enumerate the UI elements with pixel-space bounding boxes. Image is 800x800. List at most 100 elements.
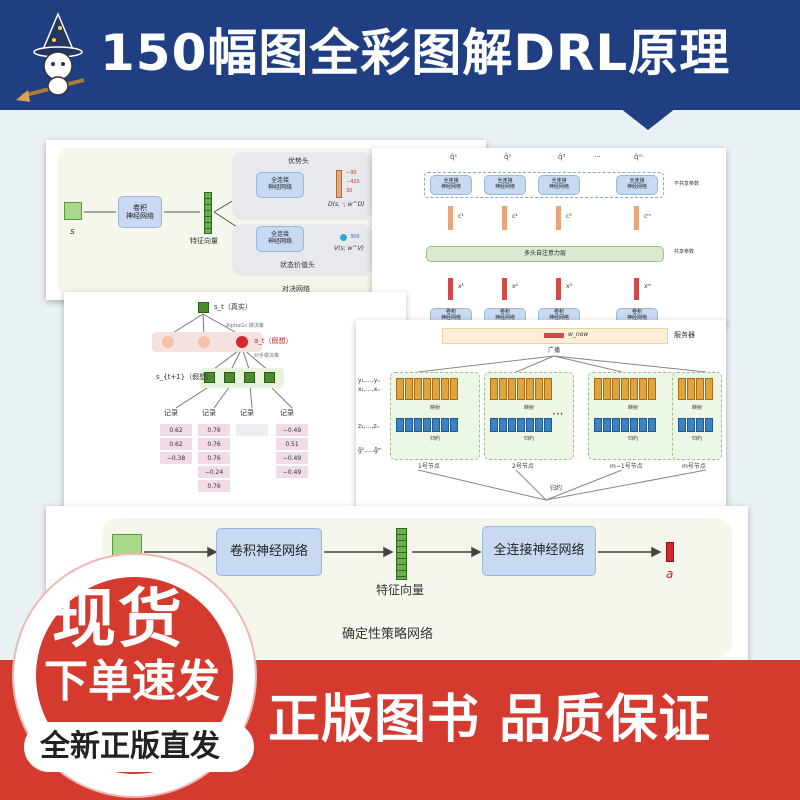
dueling-caption: 对决网络	[282, 285, 310, 293]
c-label-1: c¹	[458, 213, 464, 220]
node4-data-bars	[678, 378, 713, 400]
fc-net-box-top: 全连接 神经网络	[256, 172, 304, 198]
node4-z-bars	[678, 418, 713, 432]
record-label-2: 记录	[202, 409, 216, 417]
node-ellipsis: ···	[552, 407, 564, 421]
promo-in-stock: 现货	[52, 583, 184, 657]
next-state-label: s_{t+1}（假想）	[156, 373, 214, 381]
feature-vector-bar	[204, 192, 212, 234]
x-vector-3	[556, 278, 561, 300]
alphago-note: AlphaGo 做决策	[226, 323, 264, 329]
map-label-2: 映射	[524, 405, 535, 411]
policy-feature-label: 特征向量	[376, 583, 425, 597]
policy-output-label: a	[666, 567, 674, 581]
x-label-1: x¹	[458, 283, 464, 290]
server-label: 服务器	[674, 331, 695, 339]
c-vector-m	[634, 206, 639, 230]
root-state-label: s_t（真实）	[214, 303, 252, 311]
record-label-4: 记录	[280, 409, 294, 417]
adv-value-2: −420	[346, 179, 360, 185]
action-node-2	[198, 336, 210, 348]
x-label-2: x²	[512, 283, 518, 290]
reduce-label-1: 归约	[430, 436, 441, 442]
node-label-4: m号节点	[682, 463, 706, 470]
mcts-figure: s_t（真实） AlphaGo 做决策 a_t（假想） 对手做决策 s_{t+1…	[64, 292, 406, 508]
policy-output-vector	[666, 542, 674, 562]
opponent-note: 对手做决策	[254, 353, 280, 359]
record-1-value: −0.38	[160, 452, 192, 464]
q-label-3: q̂³	[558, 153, 566, 161]
node-label-1: 1号节点	[418, 463, 440, 470]
promo-fast-ship: 下单速发	[44, 656, 220, 707]
value-number: 300	[350, 234, 360, 240]
fc-box-2: 全连接 神经网络	[484, 175, 526, 195]
wizard-cat-mascot-icon	[16, 12, 85, 102]
value-head-label: 状态价值头	[280, 261, 315, 269]
promo-slogan: 正版图书 品质保证	[268, 690, 712, 750]
c-vector-3	[556, 206, 561, 230]
broadcast-arrows	[417, 355, 707, 501]
record-4-value: −0.49	[276, 466, 308, 478]
root-state-node	[198, 302, 209, 313]
record-3-empty	[236, 424, 268, 436]
action-node-selected	[236, 336, 248, 348]
node-label-2: 2号节点	[512, 463, 534, 470]
node1-data-bars	[396, 378, 458, 400]
record-2-value: 0.76	[198, 480, 230, 492]
record-label-1: 记录	[164, 409, 178, 417]
x-vector-m	[634, 278, 639, 300]
q-label-1: q̂¹	[450, 153, 458, 161]
policy-fc-box: 全连接神经网络	[482, 526, 596, 576]
record-4-value: −0.49	[276, 424, 308, 436]
next-state-4	[264, 372, 275, 383]
record-label-3: 记录	[240, 409, 254, 417]
record-1-value: 0.62	[160, 438, 192, 450]
advantage-head-label: 优势头	[288, 157, 309, 165]
policy-conv-box: 卷积神经网络	[216, 528, 322, 576]
next-state-1	[204, 372, 215, 383]
fc-box-3: 全连接 神经网络	[538, 175, 580, 195]
broadcast-label: 广播	[548, 347, 561, 354]
next-state-3	[244, 372, 255, 383]
record-2-value: 0.76	[198, 424, 230, 436]
record-2-value: 0.76	[198, 452, 230, 464]
reduce-label-4: 归约	[692, 436, 703, 442]
attention-layer-box: 多头自注意力层	[426, 246, 664, 262]
not-shared-label: 不共享参数	[674, 181, 700, 187]
next-state-zone	[200, 368, 284, 388]
c-vector-2	[502, 206, 507, 230]
c-label-2: c²	[512, 213, 518, 220]
shared-label: 共享参数	[674, 249, 695, 255]
record-2-value: 0.76	[198, 438, 230, 450]
policy-feature-vector	[396, 528, 407, 580]
banner-title: 150幅图全彩图解DRL原理	[100, 24, 731, 82]
g-data-label: g̃¹,…,g̃ᵐ	[358, 447, 382, 454]
advantage-output-bar	[336, 170, 342, 198]
c-vector-1	[448, 206, 453, 230]
adv-value-3: 30	[346, 188, 353, 194]
q-label-2: q̂²	[504, 153, 512, 161]
adv-value-1: −90	[346, 170, 357, 176]
new-tag-label: 全新正版直发	[40, 729, 220, 764]
feature-vector-label: 特征向量	[190, 237, 218, 245]
map-label-1: 映射	[430, 405, 441, 411]
next-state-2	[224, 372, 235, 383]
node2-data-bars	[490, 378, 552, 400]
x-label-m: xᵐ	[644, 283, 652, 290]
policy-caption: 确定性策略网络	[342, 627, 434, 642]
x-vector-1	[448, 278, 453, 300]
fc-box-m: 全连接 神经网络	[616, 175, 658, 195]
fc-row-frame	[424, 172, 664, 198]
multi-head-attention-figure: q̂¹ q̂² q̂³ ··· q̂ᵐ 全连接 神经网络 全连接 神经网络 全连…	[372, 148, 726, 326]
v-function-label: V(s; w^V)	[334, 245, 364, 252]
d-function-label: D(s, ·; w^D)	[328, 201, 365, 208]
record-4-value: −0.49	[276, 452, 308, 464]
policy-arrows	[144, 546, 662, 558]
value-output-dot	[340, 234, 347, 241]
banner-notch	[620, 108, 676, 130]
record-2-value: −0.24	[198, 466, 230, 478]
map-label-3: 映射	[628, 405, 639, 411]
z-data-label: z₁,…,zₙ	[358, 423, 379, 430]
node3-data-bars	[594, 378, 656, 400]
action-label: a_t（假想）	[254, 337, 293, 345]
